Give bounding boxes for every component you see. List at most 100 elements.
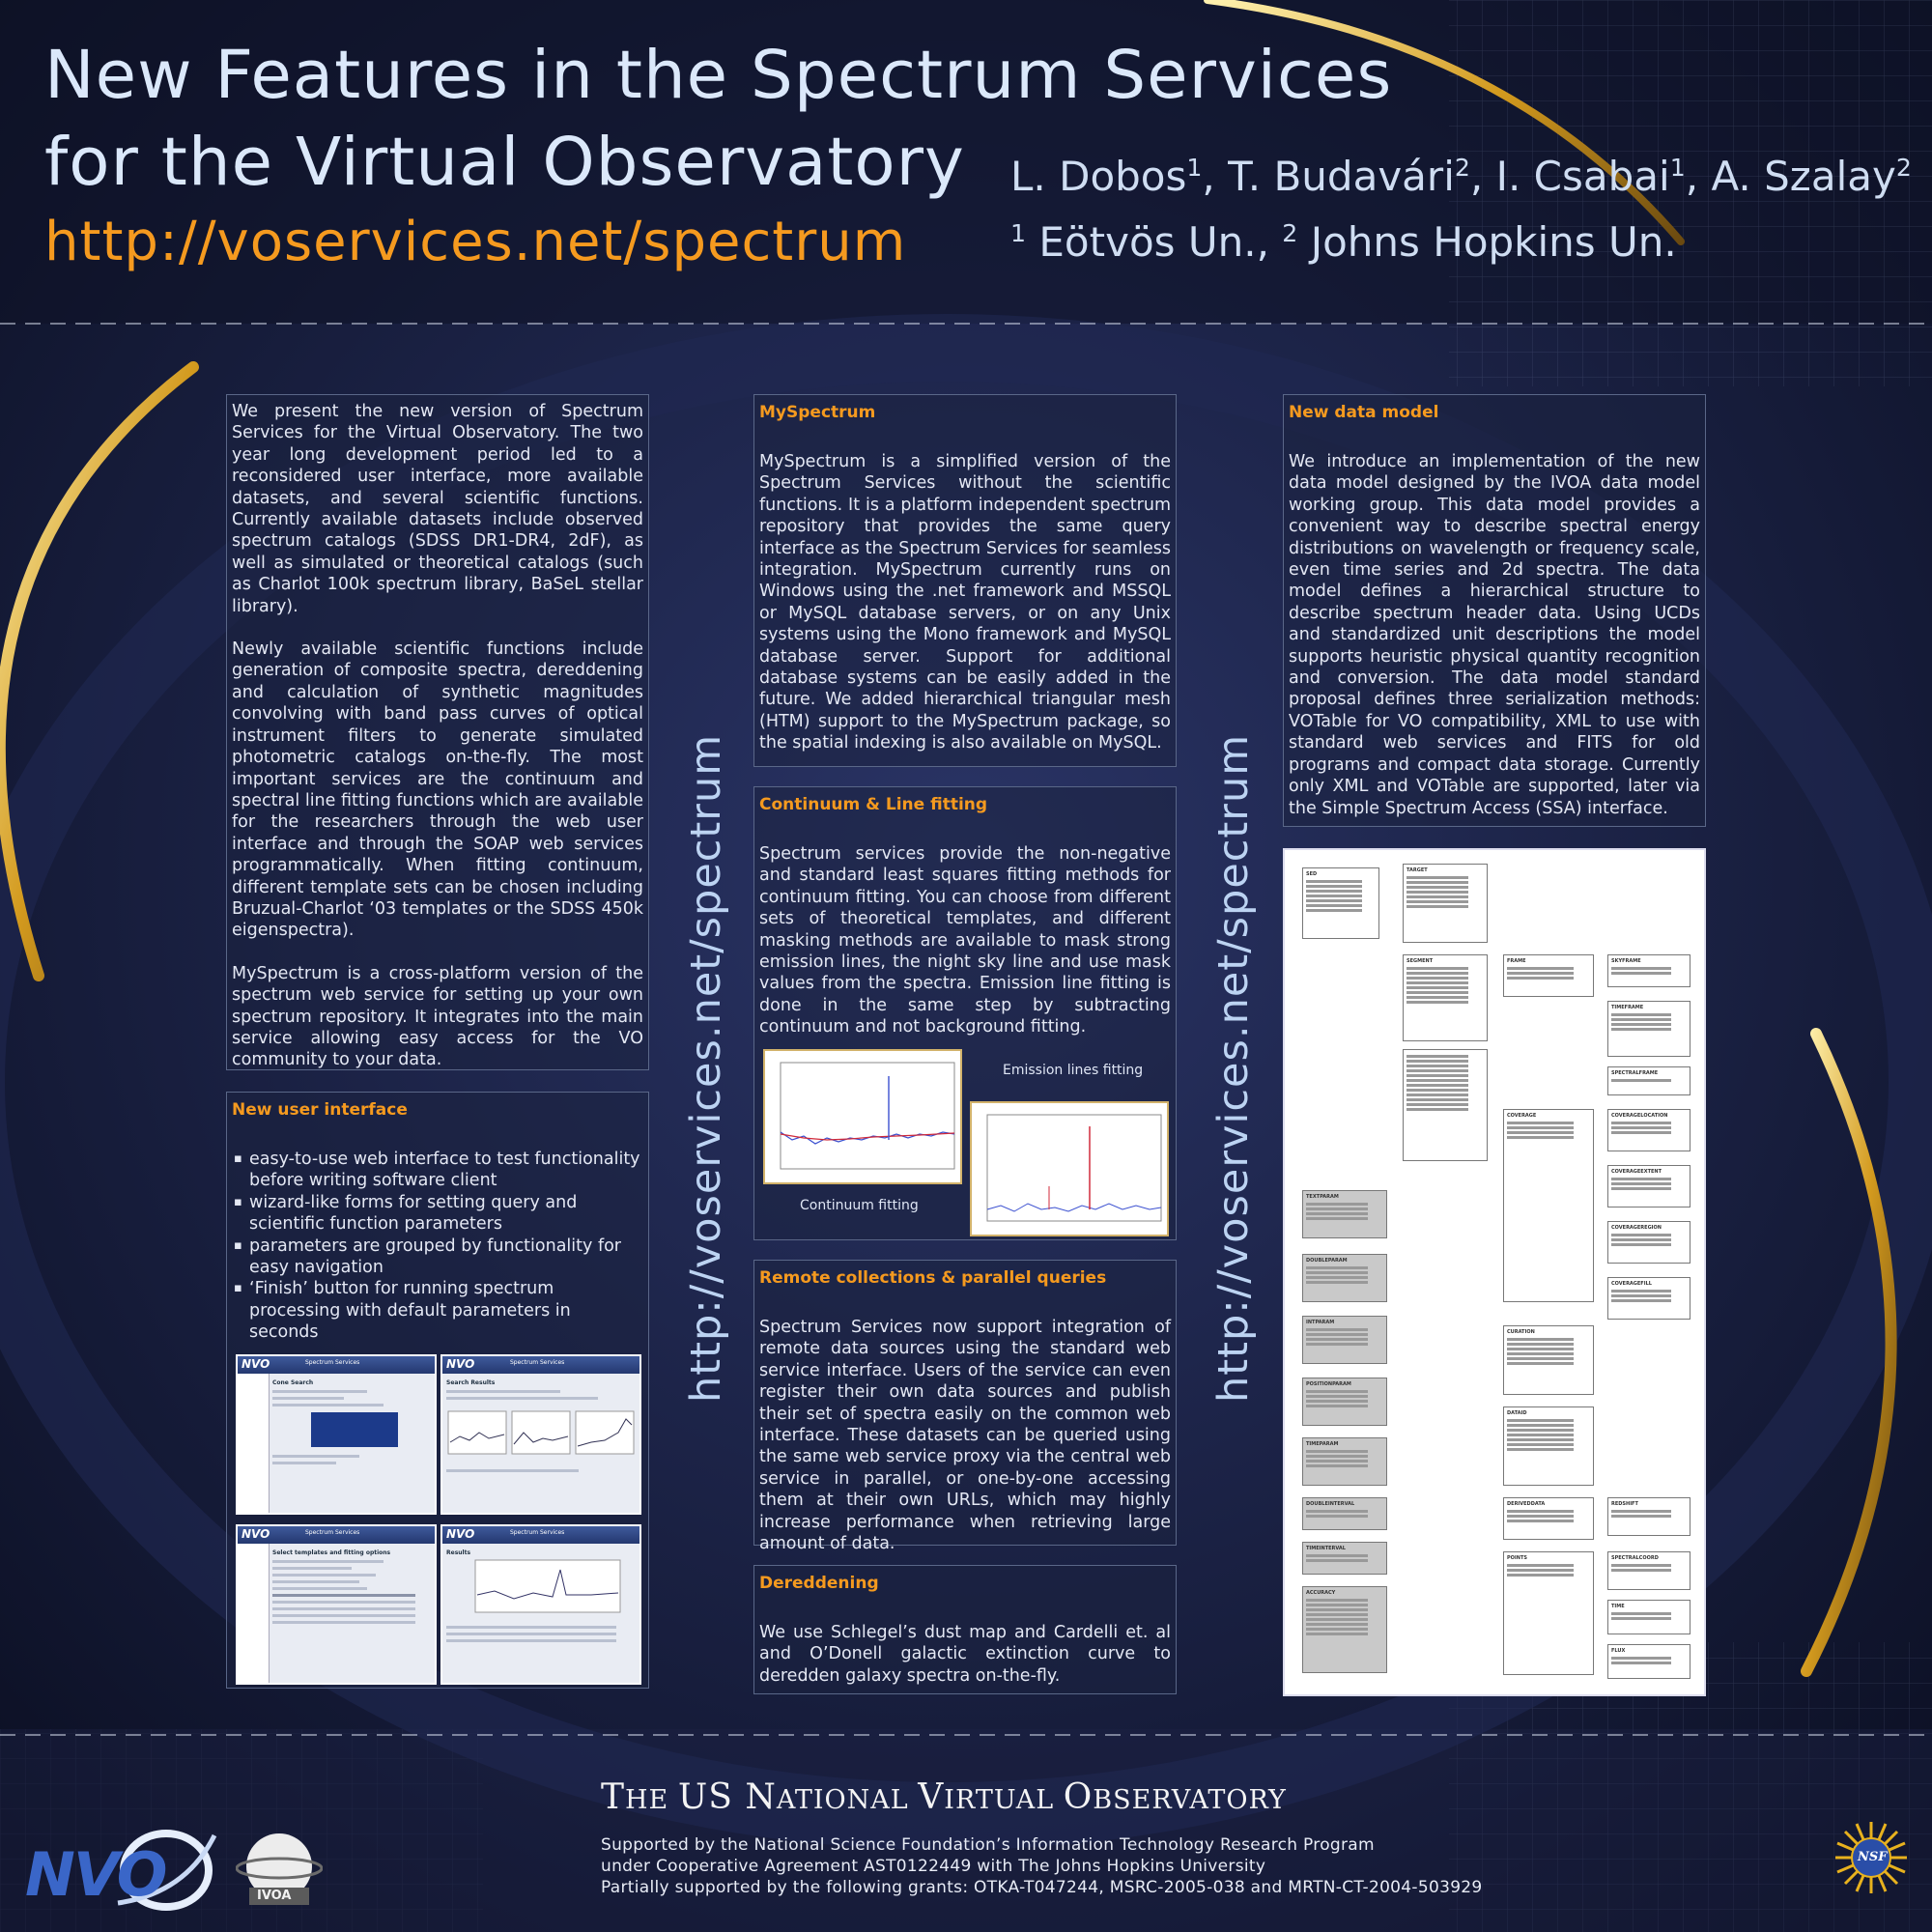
dereddening-text: We use Schlegel’s dust map and Cardelli … <box>759 1623 1171 1686</box>
ui-screenshot-cone-search: NVO Spectrum Services Cone Search <box>236 1354 437 1515</box>
dereddening-panel: Dereddening We use Schlegel’s dust map a… <box>753 1565 1177 1694</box>
continuum-spectrum-graph <box>780 1062 955 1170</box>
dm-box: INTPARAM <box>1302 1316 1387 1364</box>
affiliation-name: Eötvös Un., <box>1038 218 1269 266</box>
dm-box: SPECTRALFRAME <box>1607 1066 1690 1095</box>
dm-box: FLUX <box>1607 1644 1690 1679</box>
bullet-item: ‘Finish’ button for running spectrum pro… <box>232 1278 643 1343</box>
dm-box: TARGET <box>1403 864 1488 943</box>
screenshot-section-title: Results <box>446 1549 471 1556</box>
screenshot-content: Results <box>446 1549 636 1679</box>
fitting-title: Continuum & Line fitting <box>759 795 988 814</box>
dm-box: FRAME <box>1503 954 1594 997</box>
continuum-fitting-plot <box>763 1049 962 1184</box>
ui-screenshot-templates: NVO Spectrum Services Select templates a… <box>236 1524 437 1685</box>
screenshot-section-title: Select templates and fitting options <box>272 1549 391 1556</box>
dm-box: TIMEINTERVAL <box>1302 1542 1387 1575</box>
nvo-logo-small: NVO <box>446 1357 475 1371</box>
remote-collections-title: Remote collections & parallel queries <box>759 1268 1107 1288</box>
remote-collections-panel: Remote collections & parallel queries Sp… <box>753 1260 1177 1553</box>
intro-text: We present the new version of Spectrum S… <box>232 401 643 1071</box>
dm-box: SED <box>1302 867 1379 939</box>
nsf-emblem-icon <box>1835 1822 1907 1893</box>
data-model-text: We introduce an implementation of the ne… <box>1289 452 1700 818</box>
nvo-footer-title: THE US NATIONAL VIRTUAL OBSERVATORY <box>601 1777 1287 1817</box>
author-affiliation-marker: 1 <box>1669 154 1686 182</box>
title-initial: O <box>1063 1777 1094 1817</box>
dm-box: COVERAGELOCATION <box>1607 1109 1690 1151</box>
dm-box: DOUBLEINTERVAL <box>1302 1497 1387 1530</box>
title-smallcaps: IRTUAL <box>944 1785 1064 1815</box>
screenshot-app-title: Spectrum Services <box>305 1529 360 1536</box>
dm-box: ACCURACY <box>1302 1586 1387 1673</box>
nvo-logo-small: NVO <box>242 1357 270 1371</box>
ivoa-logo: IVOA <box>235 1824 324 1913</box>
screenshot-app-title: Spectrum Services <box>510 1529 565 1536</box>
ui-screenshot-search-results: NVO Spectrum Services Search Results <box>440 1354 641 1515</box>
dm-box: TIME <box>1607 1600 1690 1634</box>
nsf-logo: NSF <box>1833 1820 1909 1895</box>
ui-screenshot-results: NVO Spectrum Services Results <box>440 1524 641 1685</box>
dm-box: TIMEFRAME <box>1607 1001 1690 1057</box>
screenshot-sidebar <box>238 1374 270 1513</box>
dm-box <box>1403 1049 1488 1161</box>
dm-box: COVERAGEEXTENT <box>1607 1165 1690 1208</box>
intro-paragraph: MySpectrum is a cross-platform version o… <box>232 963 643 1070</box>
remote-collections-text: Spectrum Services now support integratio… <box>759 1318 1171 1554</box>
dm-box: DATAID <box>1503 1406 1594 1486</box>
screenshot-sidebar <box>238 1544 270 1683</box>
affiliation-number: 1 <box>1010 219 1027 247</box>
footer-support-line-1: Supported by the National Science Founda… <box>601 1835 1375 1855</box>
nvo-logo-small: NVO <box>242 1527 270 1541</box>
project-url[interactable]: http://voservices.net/spectrum <box>44 211 907 273</box>
screenshot-header-bar: NVO Spectrum Services <box>238 1356 435 1374</box>
dm-box: SPECTRALCOORD <box>1607 1551 1690 1590</box>
data-model-diagram: SED TARGET SEGMENT FRAME SKYFRAME TIMEFR… <box>1283 848 1706 1696</box>
caption-continuum: Continuum fitting <box>800 1198 919 1213</box>
nvo-logo-small: NVO <box>446 1527 475 1541</box>
screenshot-section-title: Cone Search <box>272 1379 314 1386</box>
affiliation-name: Johns Hopkins Un. <box>1310 218 1677 266</box>
nvo-logo-text: NVO <box>25 1839 167 1910</box>
footer-support-line-3: Partially supported by the following gra… <box>601 1878 1483 1897</box>
nvo-logo: NVO <box>21 1826 224 1913</box>
intro-panel: We present the new version of Spectrum S… <box>226 394 649 1070</box>
screenshot-content: Search Results <box>446 1379 636 1509</box>
nsf-logo-text: NSF <box>1858 1850 1888 1864</box>
dm-box: REDSHIFT <box>1607 1497 1690 1536</box>
title-initial: T <box>601 1777 626 1817</box>
dm-box: COVERAGEFILL <box>1607 1277 1690 1320</box>
nvo-logo-swoosh-icon <box>117 1830 217 1911</box>
title-smallcaps: BSERVATORY <box>1093 1785 1287 1815</box>
vertical-url-right[interactable]: http://voservices.net/spectrum <box>1209 733 1258 1403</box>
dm-box: TIMEPARAM <box>1302 1437 1387 1486</box>
title-initial: N <box>732 1777 777 1817</box>
data-model-panel: New data model We introduce an implement… <box>1283 394 1706 827</box>
ivoa-globe-icon <box>235 1833 324 1905</box>
screenshot-header-bar: NVO Spectrum Services <box>442 1356 639 1374</box>
emission-lines-fitting-plot <box>970 1101 1169 1236</box>
bullet-item: easy-to-use web interface to test functi… <box>232 1149 643 1192</box>
footer-support-line-2: under Cooperative Agreement AST0122449 w… <box>601 1857 1266 1876</box>
screenshot-content: Select templates and fitting options <box>272 1549 431 1679</box>
dm-box: POINTS <box>1503 1551 1594 1675</box>
dm-box: SKYFRAME <box>1607 954 1690 987</box>
bullet-item: parameters are grouped by functionality … <box>232 1236 643 1279</box>
author-affiliation-marker: 1 <box>1186 154 1203 182</box>
user-interface-title: New user interface <box>232 1100 408 1120</box>
title-smallcaps: ATIONAL <box>776 1785 919 1815</box>
vertical-url-left[interactable]: http://voservices.net/spectrum <box>682 733 730 1403</box>
fitting-text: Spectrum services provide the non-negati… <box>759 844 1171 1037</box>
poster-title-line-1: New Features in the Spectrum Services <box>44 37 1393 114</box>
dm-box: SEGMENT <box>1403 954 1488 1041</box>
emission-spectrum-graph <box>986 1114 1162 1222</box>
bullet-item: wizard-like forms for setting query and … <box>232 1192 643 1236</box>
data-model-title: New data model <box>1289 403 1439 422</box>
dm-box: TEXTPARAM <box>1302 1190 1387 1238</box>
author-list: L. Dobos1, T. Budavári2, I. Csabai1, A. … <box>1010 153 1912 200</box>
title-initial: US <box>677 1777 733 1817</box>
dm-box: DERIVEDDATA <box>1503 1497 1594 1540</box>
title-smallcaps: HE <box>625 1785 678 1815</box>
screenshot-app-title: Spectrum Services <box>510 1359 565 1366</box>
affiliation-list: 1 Eötvös Un., 2 Johns Hopkins Un. <box>1010 218 1677 266</box>
